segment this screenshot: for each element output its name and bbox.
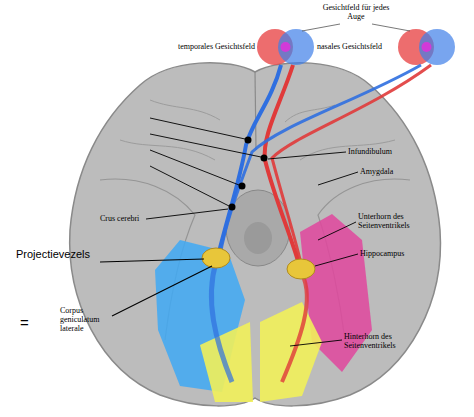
part-label: Projectievezels — [16, 248, 90, 261]
equals-sign: = — [20, 314, 29, 331]
part-label: Unterhorn des Seitenventrikels — [358, 212, 430, 230]
nasal-field-label: nasales Gesichtsfeld — [317, 42, 382, 51]
field-title: Gesichtfeld für jedes Auge — [321, 3, 391, 21]
part-label: Infundibulum — [348, 147, 392, 156]
part-label: Hippocampus — [360, 249, 404, 258]
temporal-field-label: temporales Gesichtsfeld — [178, 42, 255, 51]
part-label: Corpus geniculatum laterale — [60, 306, 112, 334]
part-label: Amygdala — [360, 167, 393, 176]
part-label: Crus cerebri — [100, 214, 139, 223]
part-label: Hinterhorn des Seitenventrikels — [344, 332, 422, 350]
